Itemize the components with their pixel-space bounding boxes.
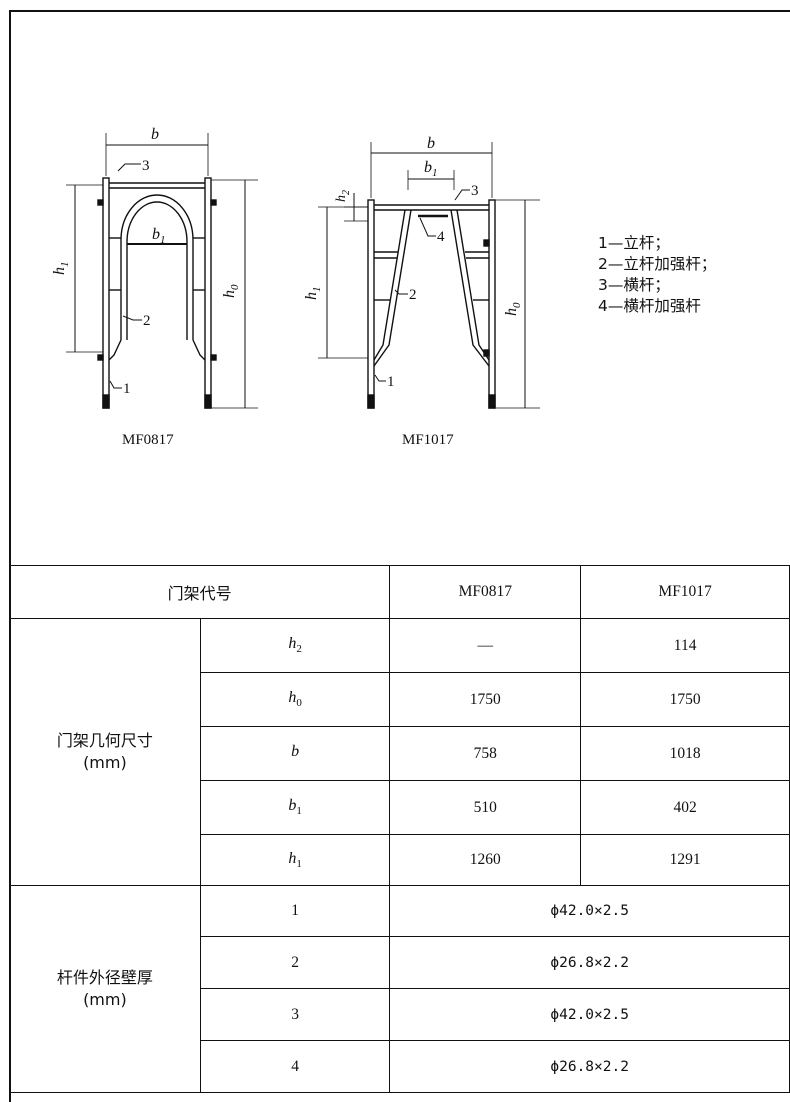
callout-4: 4 — [437, 229, 445, 245]
callout-1: 1 — [123, 381, 131, 397]
table-row: 4 ϕ26.8×2.2 — [10, 1040, 790, 1093]
value-mf1017: 114 — [580, 618, 790, 673]
tube-group-label: 杆件外径壁厚 (mm) — [9, 885, 201, 1093]
dim-h2-label: h2 — [334, 190, 352, 202]
value-mf1017: 1291 — [580, 834, 790, 886]
geometry-group-unit: (mm) — [83, 753, 127, 772]
legend-item: 4—横杆加强杆 — [598, 297, 701, 315]
callout-3: 3 — [142, 158, 150, 174]
callout-1: 1 — [387, 374, 395, 390]
tube-number: 4 — [199, 1040, 391, 1093]
dim-b-label: b — [151, 126, 159, 143]
dim-b1-label: b1 — [424, 159, 438, 179]
param-symbol: b1 — [199, 780, 391, 835]
table-row: 2 ϕ26.8×2.2 — [10, 936, 790, 989]
tube-number: 3 — [199, 988, 391, 1041]
tube-spec: ϕ26.8×2.2 — [389, 1040, 790, 1093]
tube-spec: ϕ42.0×2.5 — [389, 988, 790, 1041]
dim-h1-label: h1 — [51, 262, 71, 276]
value-mf1017: 402 — [580, 780, 790, 835]
legend-item: 2—立杆加强杆； — [598, 255, 717, 273]
param-symbol: h1 — [199, 834, 391, 886]
tube-group-title: 杆件外径壁厚 — [56, 968, 153, 987]
tube-spec: ϕ26.8×2.2 — [389, 936, 790, 989]
value-mf0817: 1750 — [389, 672, 582, 727]
table-row: b 758 1018 — [10, 726, 790, 781]
param-symbol: h0 — [199, 672, 391, 727]
tube-group-unit: (mm) — [83, 990, 127, 1009]
legend-item: 3—横杆； — [598, 276, 670, 294]
mf1017-drawing — [318, 142, 540, 409]
callout-2: 2 — [143, 313, 151, 329]
figure-caption-mf1017: MF1017 — [402, 432, 454, 448]
header-mf0817: MF0817 — [389, 565, 582, 619]
mf0817-drawing — [66, 133, 258, 409]
dim-h0-label: h0 — [503, 302, 523, 316]
figure-caption-mf0817: MF0817 — [122, 432, 174, 448]
value-mf1017: 1750 — [580, 672, 790, 727]
value-mf0817: 1260 — [389, 834, 582, 886]
frame-spec-table: 门架代号 MF0817 MF1017 门架几何尺寸 (mm) h2 — 114 … — [8, 565, 790, 1093]
callout-2: 2 — [409, 287, 417, 303]
header-frame-code: 门架代号 — [8, 565, 391, 619]
table-header-row: 门架代号 MF0817 MF1017 — [8, 565, 790, 619]
tube-number: 1 — [199, 885, 391, 937]
table-row: h0 1750 1750 — [10, 672, 790, 727]
dim-b-label: b — [427, 135, 435, 152]
param-symbol: h2 — [199, 618, 391, 673]
dim-h0-label: h0 — [221, 284, 241, 298]
callout-3: 3 — [471, 183, 479, 199]
param-symbol: b — [199, 726, 391, 781]
value-mf1017: 1018 — [580, 726, 790, 781]
table-row: 门架几何尺寸 (mm) h2 — 114 — [9, 618, 790, 886]
table-row: 杆件外径壁厚 (mm) 1 ϕ42.0×2.5 — [9, 885, 790, 1093]
geometry-group-label: 门架几何尺寸 (mm) — [9, 618, 201, 886]
tube-number: 2 — [199, 936, 391, 989]
legend-item: 1—立杆； — [598, 234, 670, 252]
header-mf1017: MF1017 — [580, 565, 790, 619]
legend: 1—立杆； 2—立杆加强杆； 3—横杆； 4—横杆加强杆 — [598, 233, 716, 317]
page-frame — [9, 10, 790, 1102]
value-mf0817: 758 — [389, 726, 582, 781]
value-mf0817: 510 — [389, 780, 582, 835]
geometry-group-title: 门架几何尺寸 — [56, 731, 153, 750]
value-mf0817: — — [389, 618, 582, 673]
frame-diagrams: b b1 h1 h0 b b1 h2 h1 h0 3 2 1 3 4 2 1 — [51, 126, 540, 409]
dim-h1-label: h1 — [303, 287, 323, 301]
dim-b1-label: b1 — [152, 226, 166, 246]
tube-spec: ϕ42.0×2.5 — [389, 885, 790, 937]
